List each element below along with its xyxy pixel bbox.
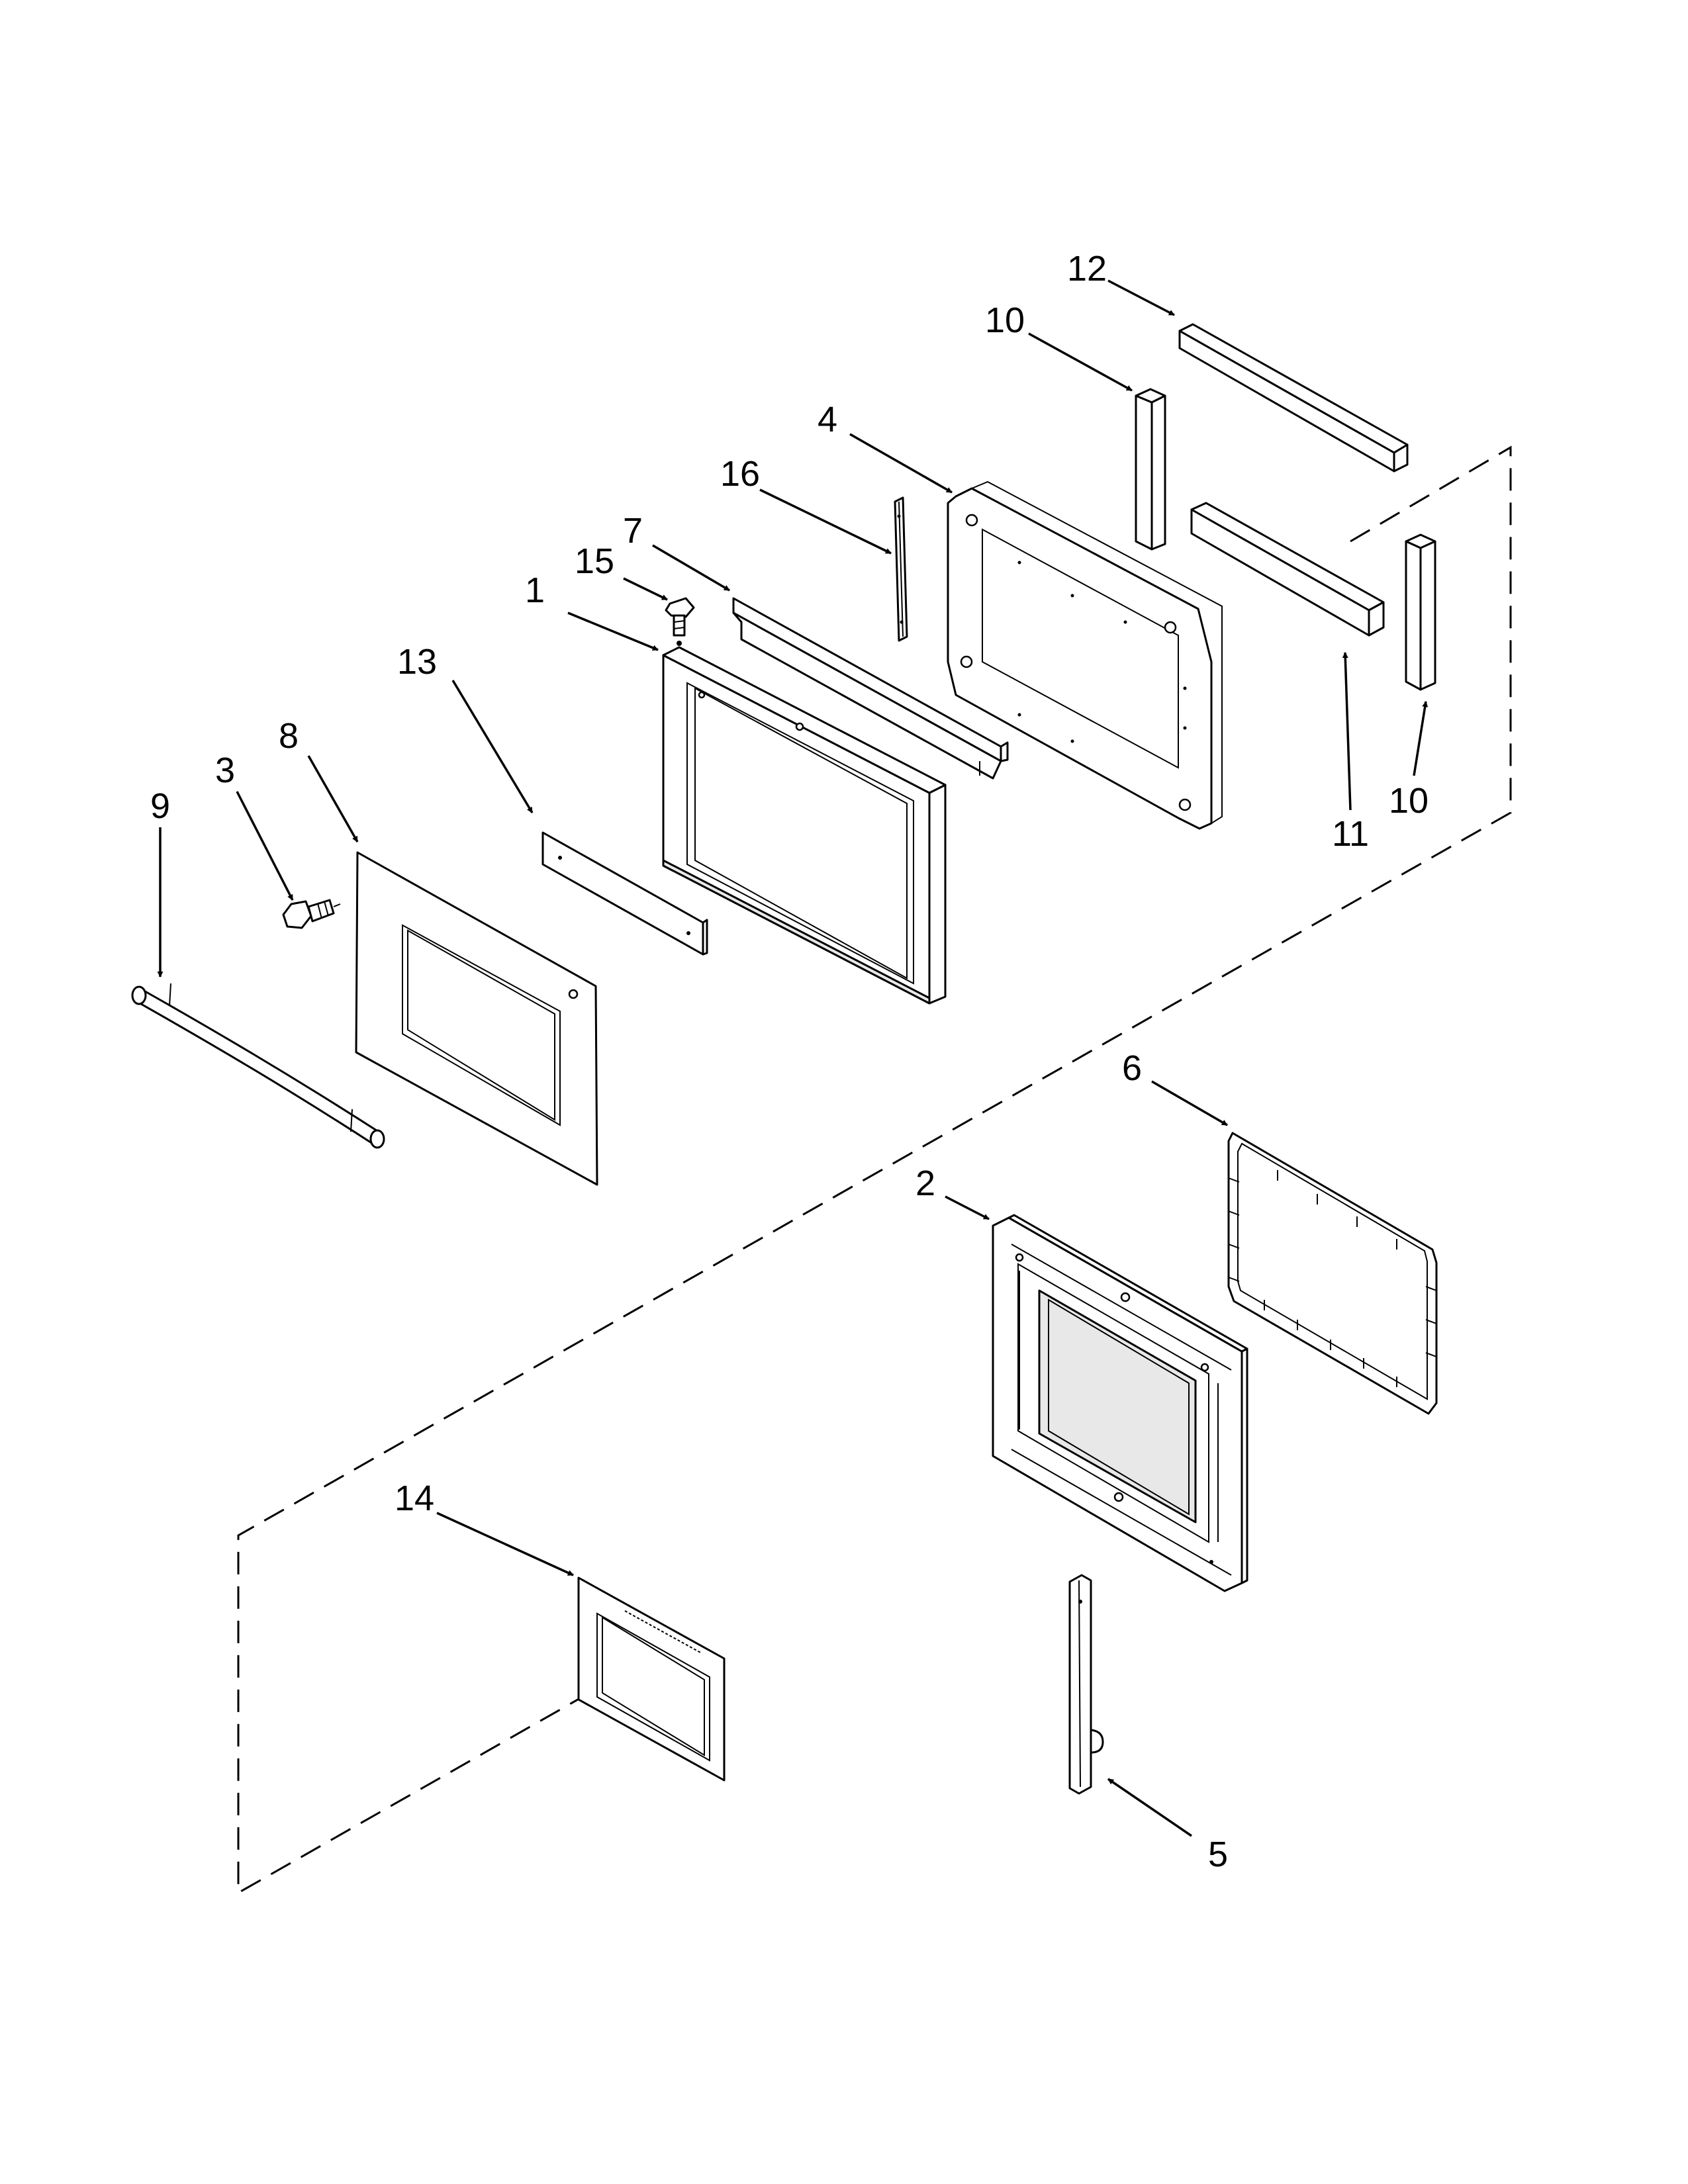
- leader-7: [652, 544, 730, 592]
- part-2-door-inner-frame: [992, 1214, 1248, 1592]
- leader-1: [567, 612, 659, 651]
- callout-8: 8: [279, 716, 299, 756]
- part-8-outer-door-panel: [355, 851, 598, 1186]
- callout-10-left: 10: [985, 300, 1025, 340]
- callout-10-right: 10: [1389, 781, 1429, 821]
- part-3-screw: [282, 899, 341, 929]
- leader-10-right: [1413, 701, 1429, 776]
- part-4-door-liner-panel: [947, 480, 1223, 830]
- part-12-insulation-block-top: [1178, 323, 1409, 473]
- leader-8: [307, 755, 359, 842]
- part-13-trim-strip: [541, 831, 708, 956]
- leader-11: [1342, 652, 1352, 811]
- leader-lines: [157, 279, 1429, 1837]
- callout-16: 16: [720, 454, 760, 494]
- leader-4: [849, 433, 953, 494]
- callout-5: 5: [1208, 1835, 1228, 1874]
- part-7-top-channel: [732, 597, 1009, 780]
- callout-11: 11: [1332, 814, 1369, 854]
- callout-2: 2: [915, 1163, 935, 1203]
- callout-3: 3: [215, 751, 235, 790]
- leader-2: [945, 1195, 990, 1220]
- assembly-boundary-dashed-line: [237, 445, 1512, 1895]
- leader-6: [1151, 1080, 1228, 1126]
- callout-7: 7: [623, 511, 643, 551]
- part-15-screw: [665, 597, 695, 646]
- leader-15: [623, 577, 668, 601]
- part-9-door-handle: [131, 983, 385, 1149]
- part-10-insulation-block-right: [1405, 533, 1436, 691]
- part-14-window-trim-panel: [577, 1576, 726, 1782]
- leader-5: [1107, 1778, 1192, 1837]
- part-11-insulation-block-middle: [1190, 502, 1385, 637]
- leader-16: [759, 488, 892, 555]
- callout-6: 6: [1122, 1048, 1142, 1088]
- leader-10-left: [1028, 332, 1133, 392]
- callout-labels: 1 15 7 16 4 10 12 13 8 3 9 11 10 6 2 14 …: [150, 249, 1429, 1874]
- callout-15: 15: [575, 541, 614, 581]
- callout-9: 9: [150, 786, 170, 826]
- leader-13: [451, 680, 534, 813]
- leader-14: [436, 1512, 574, 1576]
- part-1-door-frame: [662, 646, 947, 1005]
- part-5-hinge-bracket: [1068, 1574, 1104, 1795]
- callout-14: 14: [395, 1479, 434, 1518]
- leader-3: [236, 791, 294, 901]
- part-6-door-gasket: [1227, 1132, 1438, 1415]
- part-10-insulation-block-left: [1135, 388, 1166, 551]
- leader-12: [1107, 279, 1175, 316]
- part-16-vertical-bracket: [894, 496, 908, 642]
- callout-12: 12: [1067, 249, 1107, 289]
- callout-13: 13: [397, 642, 437, 682]
- callout-4: 4: [818, 400, 837, 439]
- callout-1: 1: [525, 570, 545, 610]
